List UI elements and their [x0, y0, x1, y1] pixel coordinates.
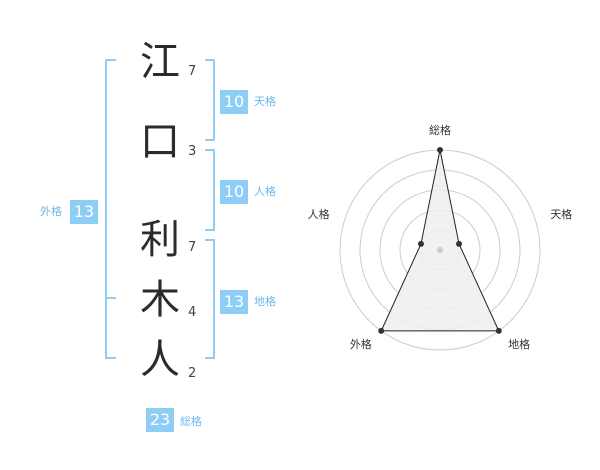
- radar-point-5: [417, 240, 424, 247]
- soukaku-badge: 23: [146, 408, 174, 432]
- stroke-count-2: 3: [188, 144, 197, 159]
- jinkaku-badge: 10: [220, 180, 248, 204]
- radar-axis-label-3: 地格: [508, 337, 530, 351]
- name-char-4: 木: [140, 277, 180, 323]
- stroke-count-1: 7: [188, 64, 197, 79]
- tenkaku-label: 天格: [254, 95, 276, 108]
- gaikaku-badge: 13: [70, 200, 98, 224]
- name-char-1: 江: [140, 39, 180, 85]
- radar-point-2: [456, 240, 463, 247]
- stroke-count-4: 4: [188, 305, 197, 320]
- gaikaku-bracket: [105, 59, 116, 359]
- radar-axis-label-2: 天格: [550, 207, 572, 221]
- jinkaku-bracket: [205, 149, 215, 231]
- radar-point-1: [437, 147, 443, 153]
- gaikaku-label: 外格: [40, 205, 62, 218]
- name-char-5: 人: [140, 337, 180, 383]
- jinkaku-label: 人格: [254, 185, 276, 198]
- radar-point-3: [495, 327, 502, 334]
- radar-axis-label-1: 総格: [429, 123, 451, 137]
- tenkaku-badge: 10: [220, 90, 248, 114]
- chikaku-badge: 13: [220, 290, 248, 314]
- chikaku-label: 地格: [254, 295, 276, 308]
- radar-center-dot: [437, 247, 443, 253]
- stroke-count-5: 2: [188, 366, 197, 381]
- stroke-count-3: 7: [188, 240, 197, 255]
- radar-axis-label-5: 人格: [308, 207, 330, 221]
- soukaku-label: 総格: [180, 415, 202, 428]
- radar-axis-label-4: 外格: [350, 337, 372, 351]
- name-char-2: 口: [140, 119, 180, 165]
- name-char-3: 利: [140, 217, 180, 263]
- chikaku-bracket: [205, 239, 215, 359]
- radar-point-4: [378, 327, 385, 334]
- radar-polygon: [380, 149, 500, 332]
- tenkaku-bracket: [205, 59, 215, 141]
